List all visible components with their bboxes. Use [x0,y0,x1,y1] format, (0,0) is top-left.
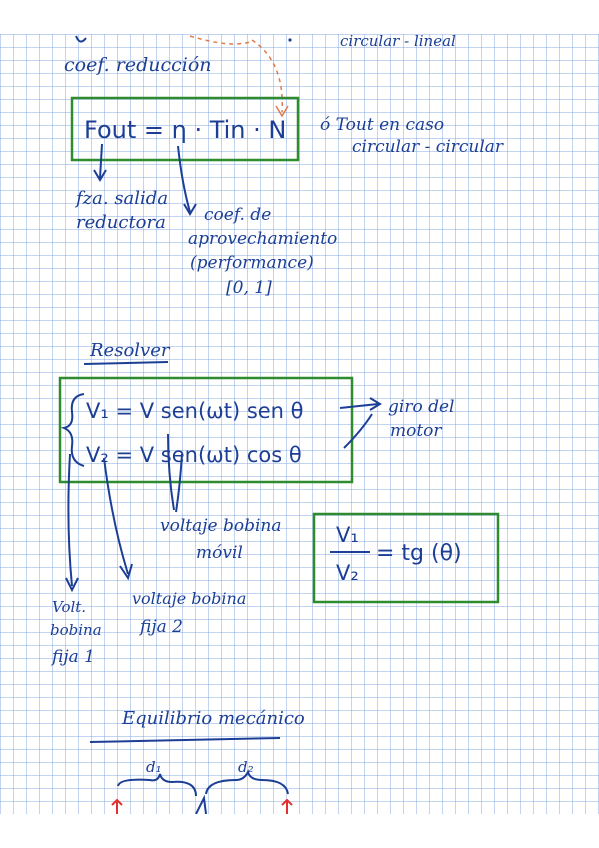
system-box [58,376,354,484]
arrow-to-fija1-head [65,577,79,593]
giro-line1: giro del [388,397,454,417]
voltaje-fija2-line1: voltaje bobina [132,589,246,608]
voltaje-fija2-line2: fija 2 [138,617,183,637]
giro-line2: motor [390,421,442,441]
voltaje-movil-line2: móvil [196,543,243,563]
coef-aprov-line3: (performance) [190,253,314,273]
volt-fija1-line2: bobina [50,621,102,639]
top-dot [288,38,292,42]
ratio-rhs: = tg (θ) [376,541,462,566]
top-fragment-text: circular - lineal [340,34,456,50]
coef-aprov-line1: coef. de [204,205,271,225]
resolver-underline [83,361,169,365]
dashed-arrow-head [275,105,289,118]
arrow-to-movil-1 [167,433,175,511]
o-tout-line1: ó Tout en caso [320,115,444,135]
volt-fija1-line3: fija 1 [50,647,95,667]
left-red-marker [111,798,123,814]
d1-brace [117,773,197,797]
arrow-to-fija2-head [119,563,133,581]
ratio-numerator: V₁ [336,523,359,547]
voltaje-movil-line1: voltaje bobina [160,516,282,536]
resolver-heading: Resolver [89,340,171,361]
ratio-box [312,512,500,604]
equilibrio-heading: Equilibrio mecánico [121,708,305,729]
coef-aprov-line2: aprovechamiento [188,229,337,249]
top-v-stroke [75,35,87,43]
fout-formula-box [70,96,300,162]
system-brace [60,393,85,467]
ratio-denominator: V₂ [336,561,359,585]
equilibrio-underline [89,737,281,743]
right-red-marker [281,798,293,814]
handwritten-notes: circular - lineal coef. reducción Fout =… [50,34,504,814]
v2-equation: V₂ = V sen(ωt) cos θ [86,443,302,467]
coef-reduccion-label: coef. reducción [64,54,212,76]
arrow-to-fija2 [103,457,129,575]
arrow-to-movil-2 [175,453,183,513]
v1-equation: V₁ = V sen(ωt) sen θ [86,399,304,423]
volt-fija1-line1: Volt. [52,598,86,616]
fza-salida-line2: reductora [76,212,166,233]
coef-aprov-line4: [0, 1] [226,278,272,298]
o-tout-line2: circular - circular [352,137,504,157]
arrow-fout-head [93,169,107,182]
d2-label: d₂ [238,758,254,776]
arrow-to-fija1 [67,453,73,587]
fout-formula: Fout = η · Tin · N [84,116,286,144]
d2-brace [205,769,289,795]
dashed-arc-top [189,35,251,45]
d1-label: d₁ [146,758,162,776]
arrow-fout-down [99,143,103,179]
arrow-giro-top [339,403,379,409]
arrow-eta-head [183,203,197,216]
arrow-eta-down [177,145,191,213]
arrow-giro-top-head [369,397,382,411]
notebook-page: circular - lineal coef. reducción Fout =… [0,34,599,814]
fulcrum-triangle [195,794,207,814]
fza-salida-line1: fza. salida [74,188,168,209]
dashed-arrow-to-n [251,39,283,113]
arrow-giro-bottom [343,413,373,449]
